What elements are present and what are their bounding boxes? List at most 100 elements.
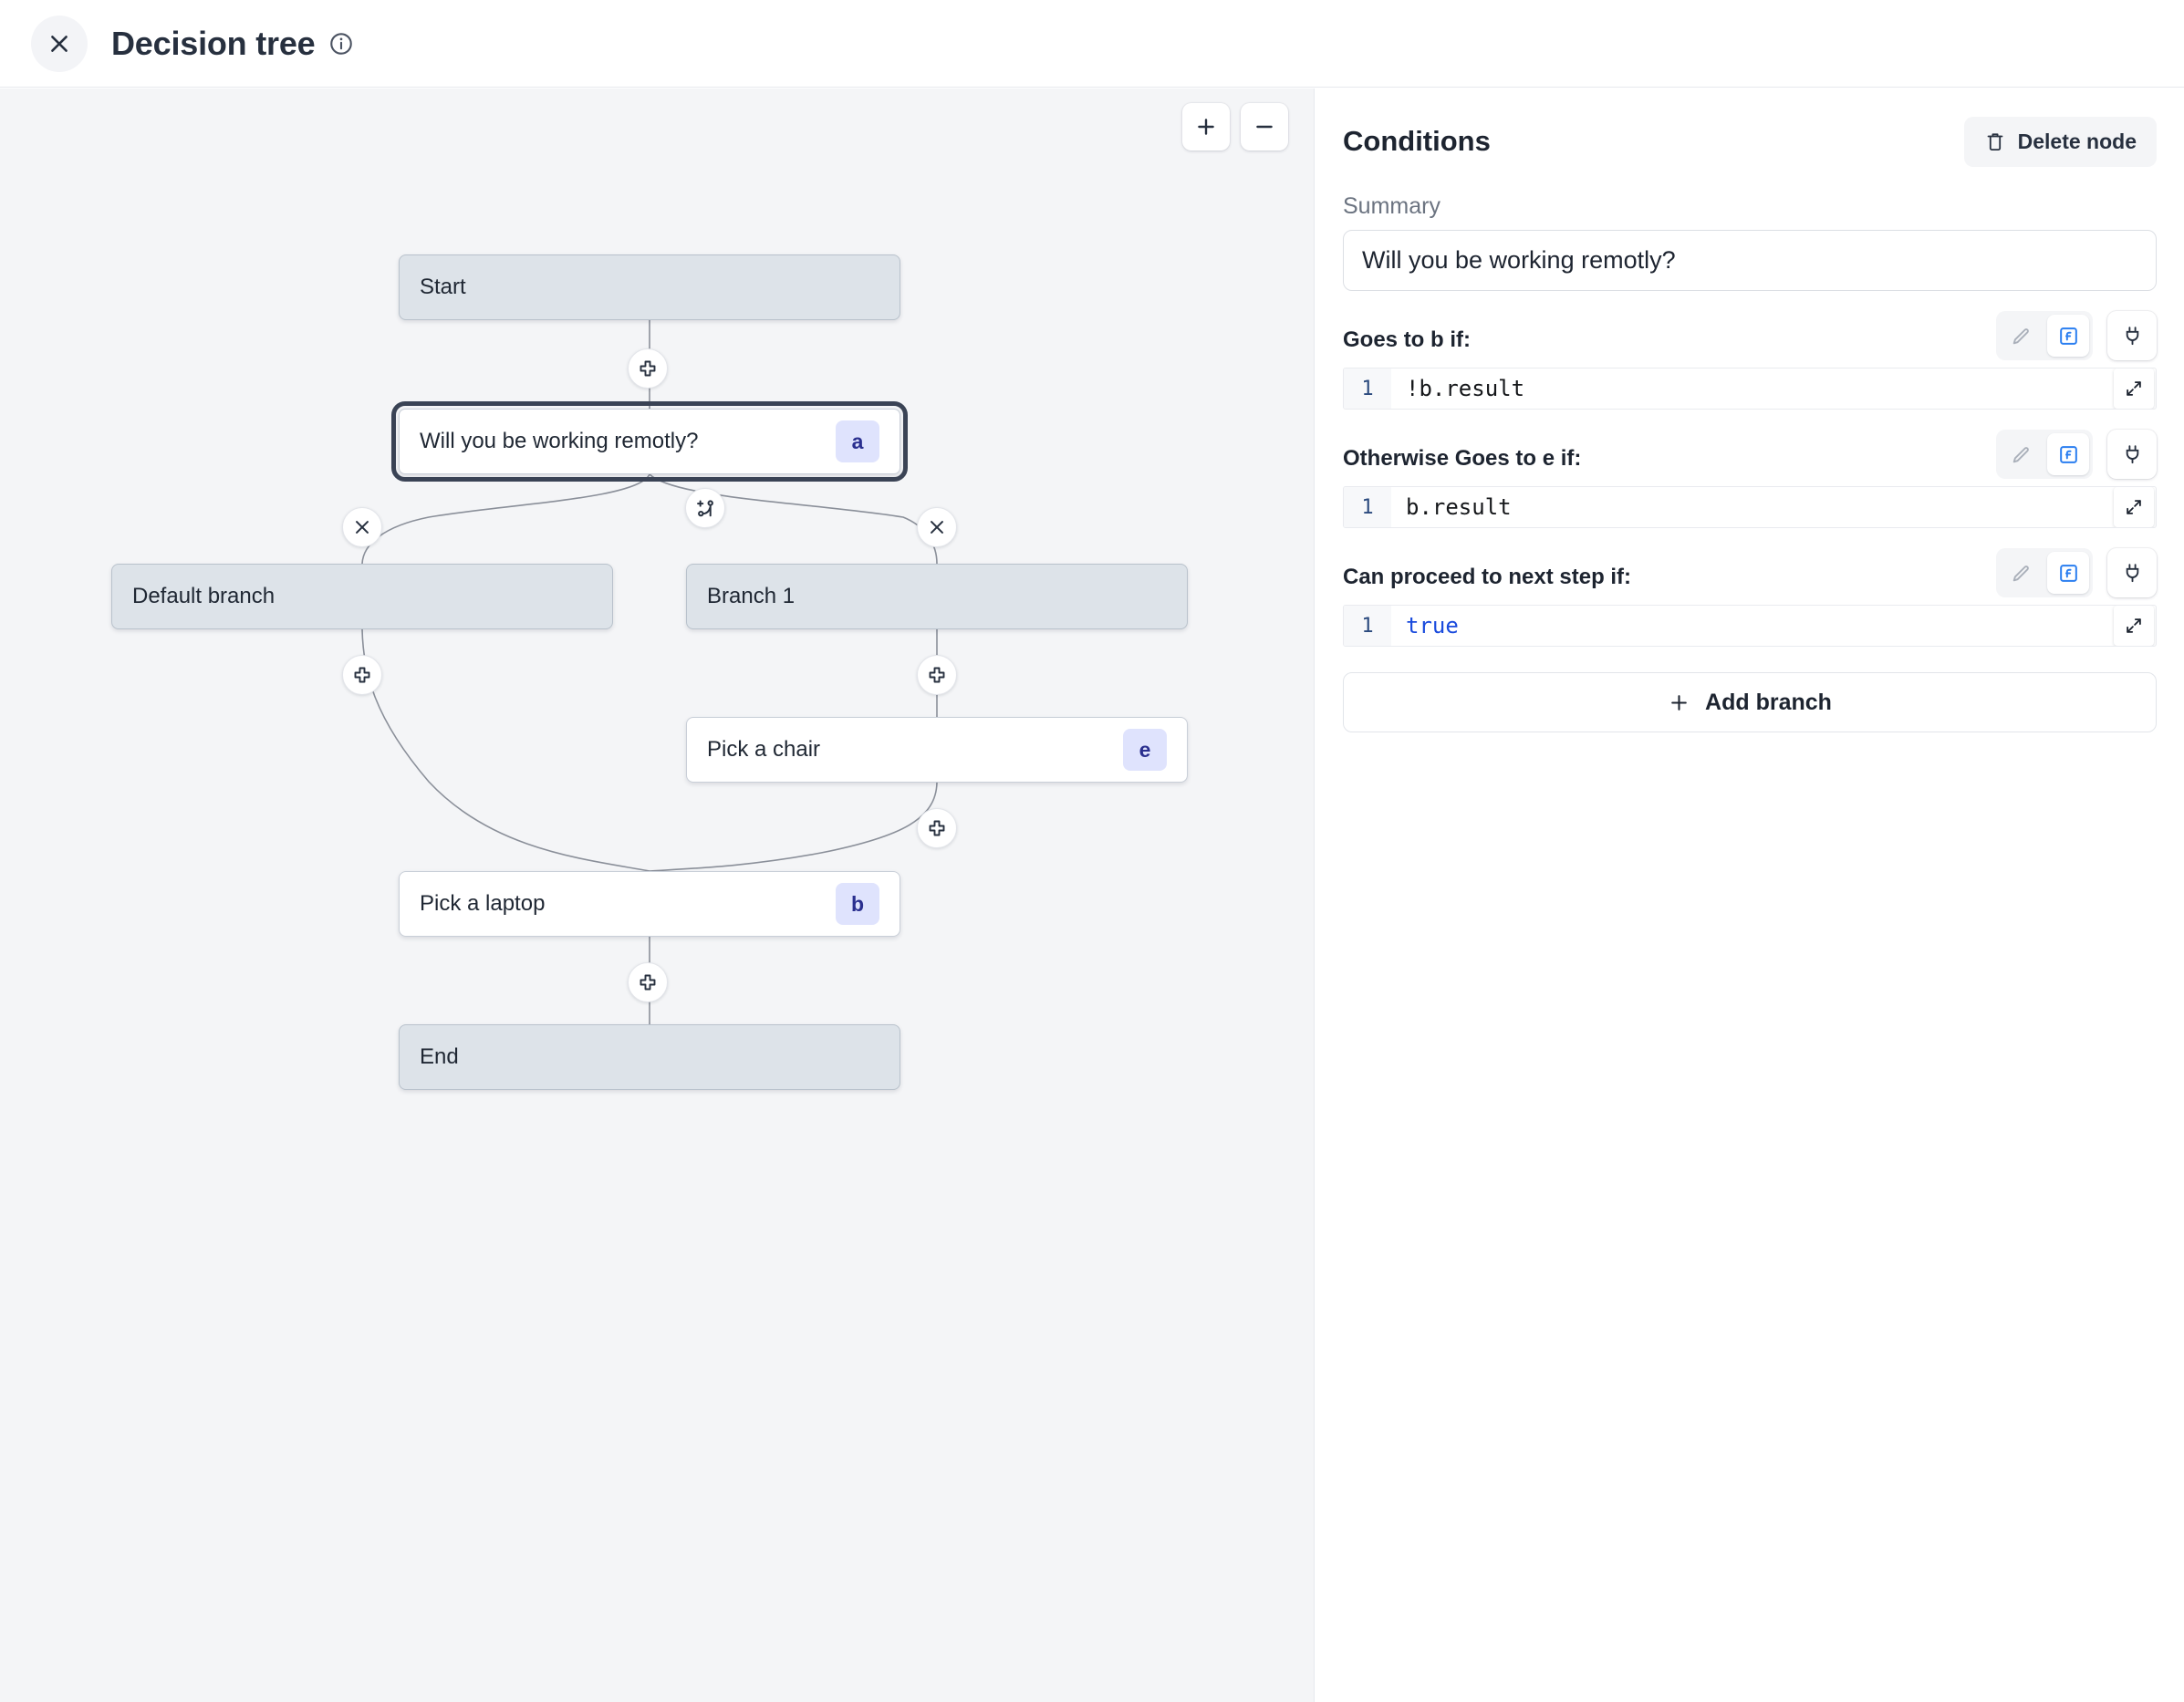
remove-branch-handle-default[interactable] bbox=[342, 507, 382, 547]
zoom-in-button[interactable] bbox=[1182, 103, 1230, 150]
code-content: b.result bbox=[1406, 494, 1512, 520]
expand-editor-button[interactable] bbox=[2114, 487, 2154, 527]
add-step-handle-e[interactable] bbox=[917, 808, 957, 848]
node-label: Pick a chair bbox=[707, 737, 821, 762]
line-number: 1 bbox=[1344, 606, 1391, 646]
flow-node-b[interactable]: Pick a laptop b bbox=[399, 871, 900, 937]
function-icon bbox=[2059, 564, 2077, 582]
page-title: Decision tree bbox=[111, 24, 316, 62]
plus-icon bbox=[640, 974, 656, 991]
flow-node-default-branch[interactable]: Default branch bbox=[111, 564, 613, 629]
close-icon bbox=[51, 35, 68, 52]
node-label: Will you be working remotly? bbox=[420, 429, 699, 453]
add-step-handle-b[interactable] bbox=[628, 962, 668, 1002]
condition-tools bbox=[1996, 430, 2157, 479]
plus-icon bbox=[640, 360, 656, 377]
plus-icon bbox=[929, 820, 945, 836]
condition-row: Otherwise Goes to e if: bbox=[1343, 430, 2157, 479]
condition-label: Goes to b if: bbox=[1343, 327, 1471, 352]
condition-row: Goes to b if: bbox=[1343, 311, 2157, 360]
node-badge: a bbox=[836, 420, 879, 462]
line-number: 1 bbox=[1344, 368, 1391, 409]
function-icon bbox=[2059, 445, 2077, 463]
node-label: Pick a laptop bbox=[420, 891, 546, 916]
graph-area: Start Will you be working remotly? a Def… bbox=[0, 88, 1314, 1702]
connect-button[interactable] bbox=[2107, 430, 2157, 479]
condition-tools bbox=[1996, 311, 2157, 360]
node-label: End bbox=[420, 1044, 459, 1069]
code-content: !b.result bbox=[1406, 376, 1525, 401]
pencil-icon bbox=[2012, 565, 2029, 581]
zoom-controls bbox=[1182, 103, 1288, 150]
conditions-panel: Conditions Delete node Summary Goes to b… bbox=[1316, 88, 2184, 1702]
flow-node-e[interactable]: Pick a chair e bbox=[686, 717, 1188, 783]
condition-block-0: Goes to b if: bbox=[1343, 311, 2157, 410]
pencil-button[interactable] bbox=[2000, 433, 2042, 475]
expand-icon bbox=[2127, 618, 2141, 633]
condition-row: Can proceed to next step if: bbox=[1343, 548, 2157, 597]
function-icon bbox=[2059, 327, 2077, 345]
node-label: Default branch bbox=[132, 584, 276, 608]
close-button[interactable] bbox=[31, 15, 88, 72]
plus-icon bbox=[354, 667, 370, 683]
condition-label: Can proceed to next step if: bbox=[1343, 565, 1632, 589]
delete-node-button[interactable]: Delete node bbox=[1963, 116, 2157, 167]
node-label: Start bbox=[420, 275, 466, 299]
add-step-handle-default[interactable] bbox=[342, 655, 382, 695]
plus-icon bbox=[1198, 119, 1214, 135]
condition-label: Otherwise Goes to e if: bbox=[1343, 446, 1582, 471]
plus-icon bbox=[1671, 694, 1687, 711]
expand-editor-button[interactable] bbox=[2114, 606, 2154, 646]
connect-button[interactable] bbox=[2107, 548, 2157, 597]
node-badge: e bbox=[1123, 729, 1167, 771]
panel-title: Conditions bbox=[1343, 125, 1491, 157]
top-bar: Decision tree bbox=[0, 0, 2184, 88]
node-badge: b bbox=[836, 883, 879, 925]
expand-editor-button[interactable] bbox=[2114, 368, 2154, 409]
plug-icon bbox=[2126, 327, 2138, 346]
flow-node-a[interactable]: Will you be working remotly? a bbox=[391, 401, 908, 482]
pencil-button[interactable] bbox=[2000, 315, 2042, 357]
info-icon-wrapper[interactable] bbox=[328, 31, 354, 57]
expand-icon bbox=[2127, 381, 2141, 396]
code-editor[interactable]: 1 true bbox=[1343, 605, 2157, 647]
pencil-button[interactable] bbox=[2000, 552, 2042, 594]
panel-header: Conditions Delete node bbox=[1343, 114, 2157, 169]
close-icon bbox=[356, 521, 369, 534]
close-icon bbox=[931, 521, 943, 534]
add-branch-handle-a[interactable] bbox=[685, 488, 725, 528]
flow-node-start[interactable]: Start bbox=[399, 254, 900, 320]
delete-node-label: Delete node bbox=[2017, 129, 2137, 153]
branch-plus-icon bbox=[696, 499, 713, 516]
minus-icon bbox=[1256, 125, 1273, 129]
editor-mode-toggle bbox=[1996, 548, 2093, 597]
flow-canvas[interactable]: Start Will you be working remotly? a Def… bbox=[0, 88, 1315, 1702]
editor-mode-toggle bbox=[1996, 430, 2093, 479]
function-button[interactable] bbox=[2047, 552, 2089, 594]
function-button[interactable] bbox=[2047, 433, 2089, 475]
zoom-out-button[interactable] bbox=[1241, 103, 1288, 150]
plus-icon bbox=[929, 667, 945, 683]
trash-icon bbox=[1987, 133, 2003, 150]
pencil-icon bbox=[2012, 327, 2029, 344]
line-number: 1 bbox=[1344, 487, 1391, 527]
info-icon bbox=[329, 32, 352, 55]
add-step-handle-branch1[interactable] bbox=[917, 655, 957, 695]
expand-icon bbox=[2127, 500, 2141, 514]
function-button[interactable] bbox=[2047, 315, 2089, 357]
plug-icon bbox=[2126, 445, 2138, 464]
condition-block-2: Can proceed to next step if: bbox=[1343, 548, 2157, 647]
connect-button[interactable] bbox=[2107, 311, 2157, 360]
plug-icon bbox=[2126, 564, 2138, 583]
add-branch-button[interactable]: Add branch bbox=[1343, 672, 2157, 732]
add-branch-label: Add branch bbox=[1705, 689, 1832, 715]
node-label: Branch 1 bbox=[707, 584, 796, 608]
code-editor[interactable]: 1 b.result bbox=[1343, 486, 2157, 528]
condition-block-1: Otherwise Goes to e if: bbox=[1343, 430, 2157, 528]
summary-input[interactable] bbox=[1343, 230, 2157, 291]
flow-node-end[interactable]: End bbox=[399, 1024, 900, 1090]
remove-branch-handle-branch1[interactable] bbox=[917, 507, 957, 547]
code-editor[interactable]: 1 !b.result bbox=[1343, 368, 2157, 410]
flow-node-branch-1[interactable]: Branch 1 bbox=[686, 564, 1188, 629]
add-step-handle-start-a[interactable] bbox=[628, 348, 668, 389]
